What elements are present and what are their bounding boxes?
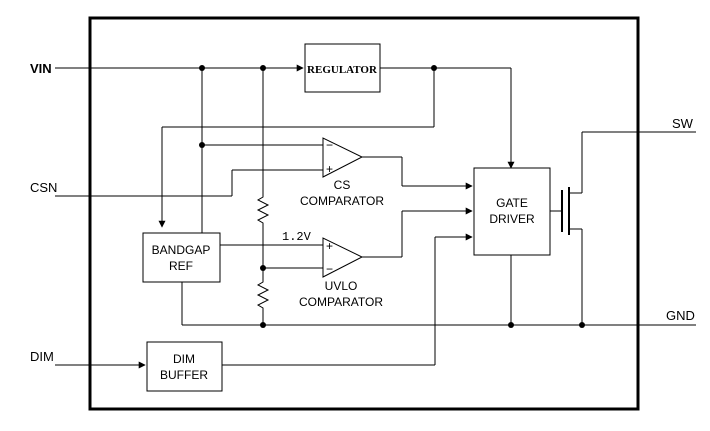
bandgap-label-line1: BANDGAP <box>152 243 211 257</box>
chip-outline <box>88 16 640 411</box>
dim-buffer-label-line1: DIM <box>173 352 195 366</box>
vin-rail <box>55 64 515 233</box>
reference-voltage-label: 1.2V <box>282 230 312 244</box>
resistor-divider <box>256 192 270 325</box>
uvlo-comparator <box>322 237 364 278</box>
uvlo-comparator-wiring <box>220 207 473 269</box>
pin-csn-label: CSN <box>30 180 57 195</box>
pin-sw-label: SW <box>672 116 694 131</box>
pin-gnd-label: GND <box>666 308 695 323</box>
cs-comparator-label-line2: COMPARATOR <box>300 194 384 208</box>
cs-comparator <box>322 137 364 178</box>
gate-driver-label-line1: GATE <box>496 196 528 210</box>
gate-driver-block <box>473 167 551 256</box>
pin-dim-label: DIM <box>30 349 54 364</box>
pin-vin-label: VIN <box>30 61 52 76</box>
dim-buffer-label-line2: BUFFER <box>160 368 208 382</box>
regulator-label: REGULATOR <box>307 64 378 76</box>
cs-comparator-wiring <box>55 144 473 197</box>
uvlo-comparator-minus: − <box>326 262 333 276</box>
gate-driver-label-line2: DRIVER <box>489 212 535 226</box>
dim-buffer-block <box>146 341 223 392</box>
gnd-rail <box>181 255 696 328</box>
uvlo-comparator-label-line2: COMPARATOR <box>299 295 383 309</box>
mosfet-switch <box>550 131 696 328</box>
bandgap-ref-block <box>142 232 221 283</box>
cs-comparator-plus: + <box>326 162 333 176</box>
uvlo-comparator-label-line1: UVLO <box>325 279 358 293</box>
cs-comparator-label-line1: CS <box>334 178 351 192</box>
bandgap-label-line2: REF <box>169 259 193 273</box>
uvlo-comparator-plus: + <box>326 239 333 253</box>
dim-wiring <box>55 233 473 369</box>
regulator-block <box>304 43 381 93</box>
cs-comparator-minus: − <box>326 138 333 152</box>
